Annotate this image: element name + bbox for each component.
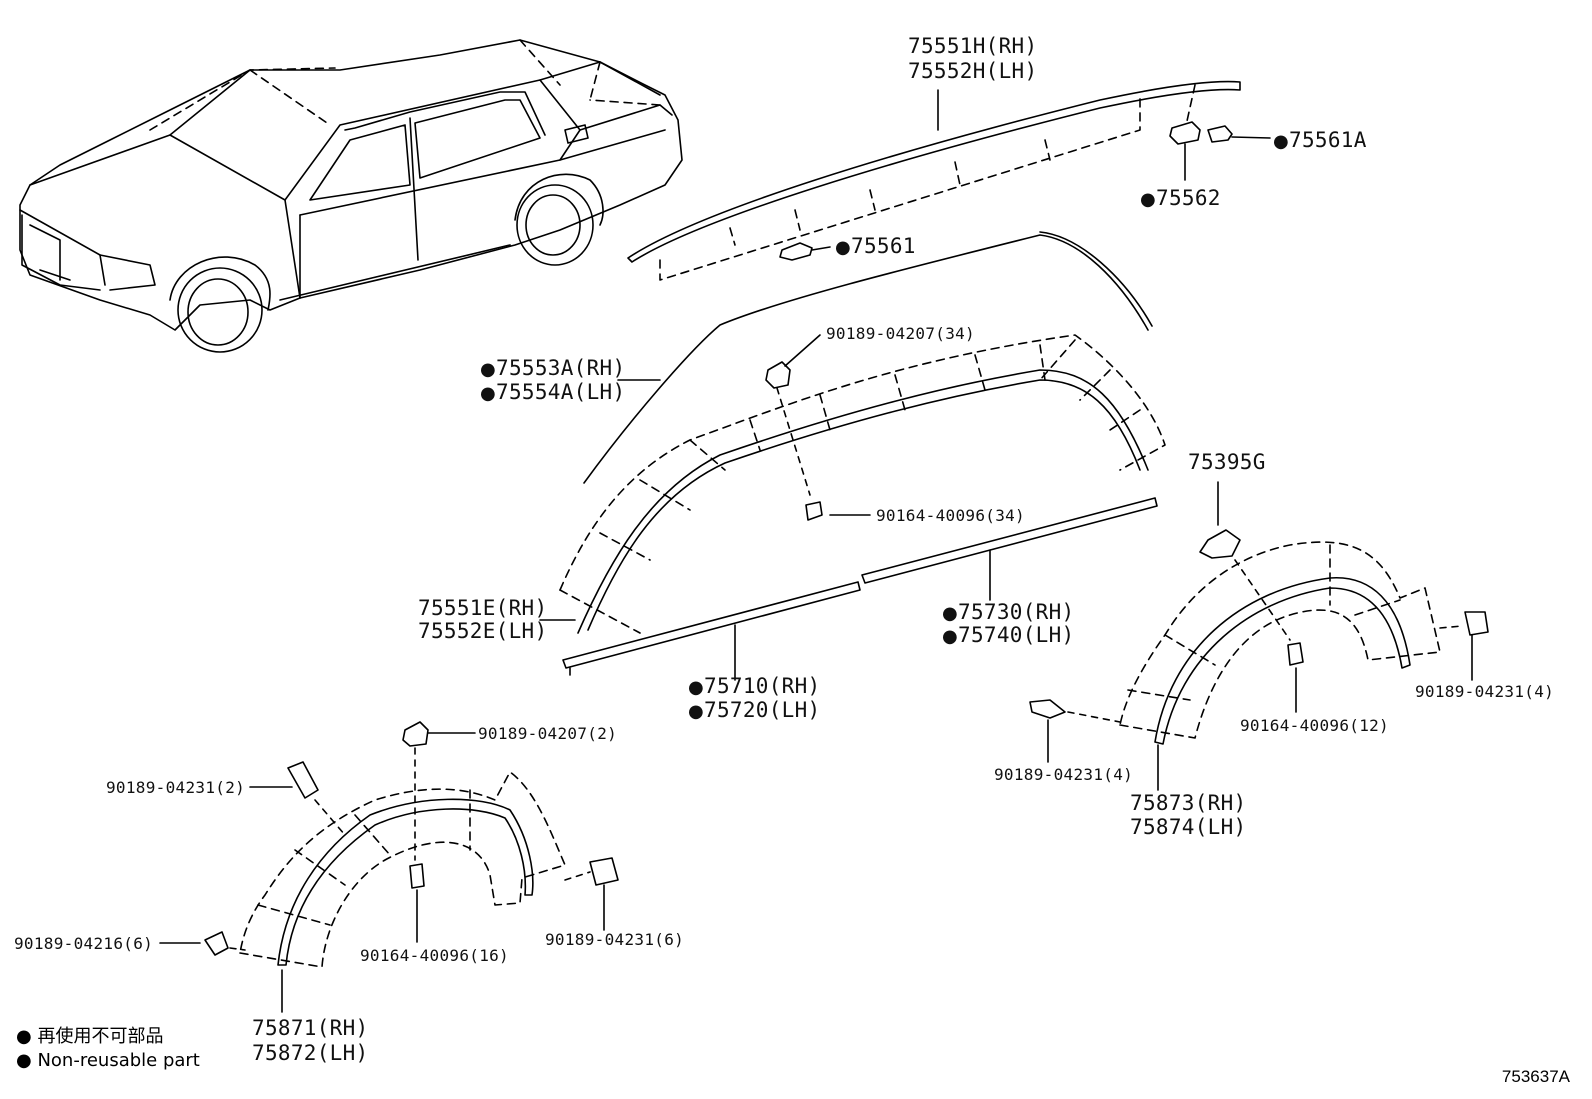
molding-75551E: [539, 334, 1166, 634]
part-label-75395G: 75395G: [1188, 450, 1266, 474]
legend-row-japanese: ● 再使用不可部品: [16, 1026, 164, 1047]
part-label-90189-04207-2: 90189-04207(2): [478, 724, 618, 743]
part-label-75562: ●75562: [1140, 186, 1221, 210]
part-label-75552E: 75552E(LH): [418, 619, 548, 643]
clip-90189-04231-2: [249, 761, 346, 836]
part-label-75871: 75871(RH): [252, 1016, 369, 1040]
screw-90164-40096-12: [1287, 642, 1304, 713]
clip-90189-04207-34: [765, 334, 821, 496]
molding-75710: [562, 581, 861, 681]
screw-90164-40096-16: [409, 863, 425, 943]
part-label-75720: ●75720(LH): [688, 698, 821, 722]
screw-90164-40096-34: [805, 501, 871, 521]
legend-row-english: ● Non-reusable part: [16, 1050, 200, 1071]
part-label-75710: ●75710(RH): [688, 674, 821, 698]
part-label-75873: 75873(RH): [1130, 791, 1247, 815]
legend: ● 再使用不可部品 ● Non-reusable part: [16, 1025, 200, 1073]
roof-molding: [627, 80, 1241, 281]
part-label-75551H: 75551H(RH): [908, 34, 1038, 58]
clip-90189-04231-4b: [1029, 699, 1121, 763]
part-label-75551E: 75551E(RH): [418, 596, 548, 620]
part-label-75730: ●75730(RH): [942, 600, 1075, 624]
clip-90189-04207-2: [402, 721, 476, 861]
clip-90189-04231-6: [564, 857, 619, 931]
part-label-90189-04216-6: 90189-04216(6): [14, 934, 154, 953]
part-label-90189-04231-2: 90189-04231(2): [106, 778, 246, 797]
car-illustration: [19, 39, 683, 353]
part-label-75552H: 75552H(LH): [908, 59, 1038, 83]
part-label-90189-04231-4a: 90189-04231(4): [1415, 682, 1555, 701]
part-label-90189-04231-4b: 90189-04231(4): [994, 765, 1134, 784]
molding-75730: [861, 497, 1158, 601]
clip-75561: [779, 242, 831, 261]
arch-75873: [1119, 541, 1441, 791]
clip-75395G: [1199, 481, 1291, 641]
part-label-75553A: ●75553A(RH): [480, 356, 626, 380]
part-label-75561A: ●75561A: [1273, 128, 1367, 152]
part-label-75872: 75872(LH): [252, 1041, 369, 1065]
part-label-90164-40096-12: 90164-40096(12): [1240, 716, 1389, 735]
part-label-75561: ●75561: [835, 234, 916, 258]
part-label-90164-40096-16: 90164-40096(16): [360, 946, 509, 965]
clip-90189-04231-4a: [1439, 611, 1489, 681]
clip-90189-04216-6: [159, 931, 246, 956]
part-label-90164-40096-34: 90164-40096(34): [876, 506, 1025, 525]
part-label-90189-04231-6: 90189-04231(6): [545, 930, 685, 949]
part-label-75554A: ●75554A(LH): [480, 380, 626, 404]
arch-75871: [239, 771, 566, 1013]
part-label-75740: ●75740(LH): [942, 623, 1075, 647]
molding-75553A: [583, 231, 1153, 484]
clip-75562: [1169, 121, 1271, 181]
diagram-code: 753637A: [1501, 1067, 1570, 1086]
part-label-90189-04207-34: 90189-04207(34): [826, 324, 975, 343]
part-label-75874: 75874(LH): [1130, 815, 1247, 839]
